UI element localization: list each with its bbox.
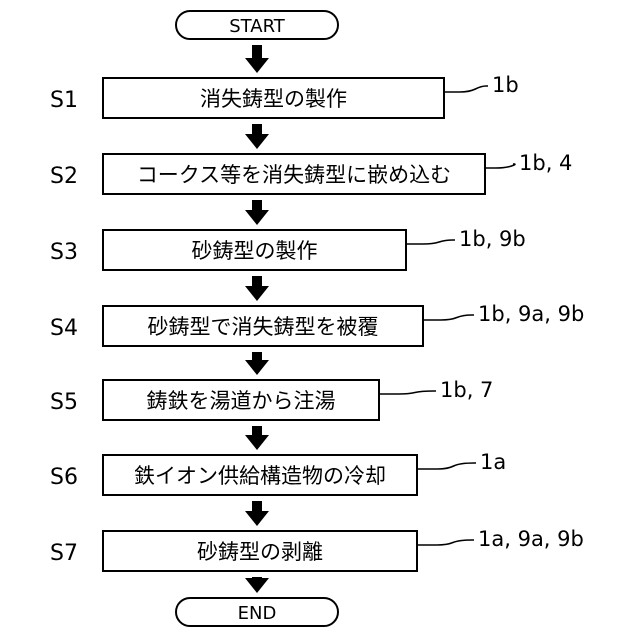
process-label: 砂鋳型の製作: [192, 239, 318, 263]
reference-label: 1a: [480, 450, 506, 474]
step-id: S7: [50, 541, 78, 566]
step-id: S5: [50, 390, 78, 415]
reference-leader-line: [379, 391, 436, 394]
reference-label: 1b, 9a, 9b: [478, 302, 584, 326]
step-id: S2: [50, 164, 78, 189]
process-label: 鋳鉄を湯道から注湯: [147, 389, 336, 413]
steps-layer: 消失鋳型の製作 S1 1b コークス等を消失鋳型に嵌め込む S2 1b, 4 砂鋳型の製作 S…: [50, 73, 584, 571]
flow-arrow: [245, 352, 269, 375]
reference-label: 1b, 7: [440, 378, 493, 402]
end-label: END: [238, 603, 277, 624]
step-s5: 鋳鉄を湯道から注湯 S5 1b, 7: [50, 378, 493, 420]
flow-arrow: [245, 200, 269, 225]
reference-label: 1b, 9b: [459, 227, 526, 251]
reference-leader-line: [406, 240, 455, 244]
reference-leader-line: [485, 164, 515, 168]
process-label: コークス等を消失鋳型に嵌め込む: [137, 163, 451, 187]
step-id: S1: [50, 88, 78, 113]
flow-arrow: [245, 501, 269, 526]
reference-leader-line: [423, 315, 474, 320]
flow-arrow: [245, 124, 269, 149]
step-s1: 消失鋳型の製作 S1 1b: [50, 73, 519, 118]
step-s3: 砂鋳型の製作 S3 1b, 9b: [50, 227, 526, 270]
end-terminal: END: [176, 598, 338, 626]
flow-arrow: [245, 45, 269, 73]
flow-arrow: [245, 276, 269, 301]
step-s4: 砂鋳型で消失鋳型を被覆 S4 1b, 9a, 9b: [50, 302, 584, 346]
process-label: 砂鋳型で消失鋳型を被覆: [148, 315, 379, 339]
process-label: 鉄イオン供給構造物の冷却: [134, 464, 386, 488]
step-s6: 鉄イオン供給構造物の冷却 S6 1a: [50, 450, 506, 495]
flow-arrow: [245, 577, 269, 593]
reference-label: 1b: [492, 73, 519, 97]
flow-arrow: [245, 426, 269, 450]
step-id: S3: [50, 240, 78, 265]
start-terminal: START: [176, 11, 338, 39]
reference-leader-line: [417, 540, 474, 545]
reference-label: 1b, 4: [519, 151, 572, 175]
start-label: START: [229, 16, 286, 37]
process-label: 砂鋳型の剥離: [197, 540, 323, 564]
reference-leader-line: [444, 86, 488, 92]
step-s7: 砂鋳型の剥離 S7 1a, 9a, 9b: [50, 527, 584, 571]
step-id: S6: [50, 465, 78, 490]
step-s2: コークス等を消失鋳型に嵌め込む S2 1b, 4: [50, 151, 572, 194]
reference-label: 1a, 9a, 9b: [478, 527, 584, 551]
step-id: S4: [50, 316, 78, 341]
process-label: 消失鋳型の製作: [200, 87, 347, 111]
reference-leader-line: [417, 463, 476, 469]
